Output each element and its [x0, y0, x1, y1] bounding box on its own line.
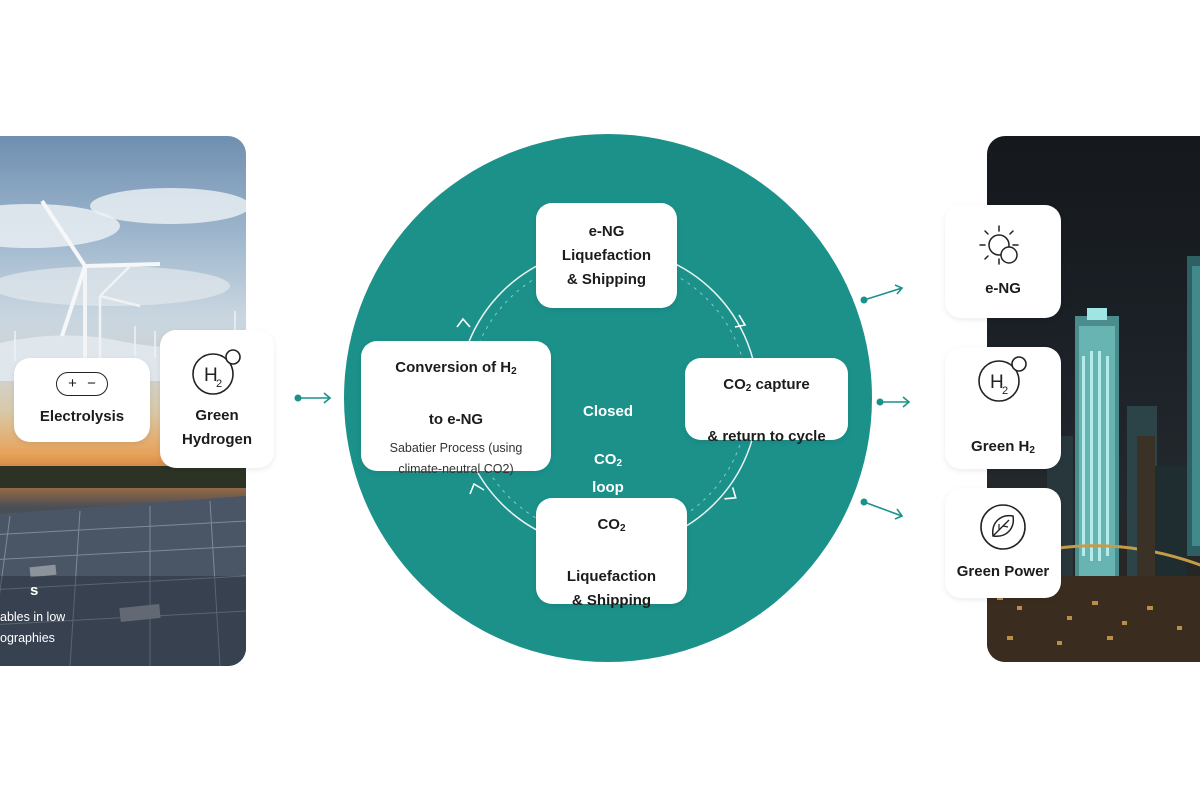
co2-ship-subscript: 2	[619, 523, 626, 534]
green-h2-output-label: Green H2	[971, 411, 1035, 463]
co2-liquefaction-shipping-label: CO2 Liquefaction & Shipping	[567, 489, 656, 613]
green-h2-text: Green H	[971, 438, 1030, 455]
electrolysis-label: Electrolysis	[39, 407, 125, 425]
h2-output-icon-sub: 2	[1002, 385, 1008, 397]
closed-co2-loop-label: Closed CO2 loop	[560, 376, 656, 500]
co2-capture-card: CO2 capture & return to cycle	[685, 358, 848, 445]
leaf-icon	[980, 504, 1026, 550]
h2-icon-h: H	[204, 365, 218, 386]
green-h2-subscript: 2	[1029, 445, 1035, 456]
left-caption-line-1: ables in low	[0, 610, 66, 624]
ring-arrow-right	[734, 314, 747, 328]
co-word: CO	[593, 451, 617, 468]
co2-ship-words: Liquefaction & Shipping	[566, 568, 657, 609]
co2-capture-word: capture	[751, 376, 810, 393]
ring-arrow-left	[456, 317, 471, 328]
loop-word: loop	[592, 479, 624, 496]
co2-capture-return: & return to cycle	[707, 428, 826, 445]
conversion-title-part-2: to e-NG	[428, 411, 484, 428]
electrolysis-card: + − Electrolysis	[14, 358, 150, 442]
output-arrow-power	[860, 498, 904, 520]
h2-molecule-icon: H 2	[978, 356, 1027, 402]
h2-output-icon-h: H	[990, 372, 1004, 393]
battery-plus-minus-icon: + −	[56, 371, 108, 396]
closed-word: Closed	[582, 403, 633, 420]
left-caption-line-2: ographies	[0, 631, 55, 645]
green-h2-output-card: H 2 Green H2	[945, 347, 1061, 469]
green-power-output-label: Green Power	[956, 563, 1050, 580]
plus-symbol: +	[68, 375, 77, 392]
co2-capture-label: CO2 capture & return to cycle	[707, 349, 825, 449]
left-caption-title: s	[30, 582, 39, 599]
co2-capture-co: CO	[723, 376, 746, 393]
h2-molecule-icon: H 2	[192, 349, 241, 395]
green-hydrogen-label: Green Hydrogen	[181, 407, 252, 448]
co2-subscript: 2	[616, 458, 623, 469]
co2-liquefaction-shipping-card: CO2 Liquefaction & Shipping	[536, 498, 687, 609]
eng-output-label: e-NG	[985, 279, 1021, 297]
ring-arrow-bottom-left	[469, 482, 485, 495]
green-hydrogen-card: H 2 Green Hydrogen	[160, 330, 274, 468]
co2-ship-co: CO	[597, 516, 620, 533]
conversion-h2-subscript: 2	[511, 366, 517, 377]
sabatier-description: Sabatier Process (using climate-neutral …	[389, 441, 523, 476]
sun-gas-icon	[979, 224, 1019, 265]
eng-output-card: e-NG	[945, 205, 1061, 318]
output-arrow-h2	[876, 396, 911, 408]
ring-arrow-bottom-right	[724, 487, 737, 500]
input-arrow	[294, 392, 332, 404]
conversion-title: Conversion of H2 to e-NG	[395, 332, 516, 432]
eng-liquefaction-shipping-card: e-NG Liquefaction & Shipping	[536, 203, 677, 308]
green-power-output-card: Green Power	[945, 488, 1061, 598]
co2-capture-subscript: 2	[745, 383, 752, 394]
eng-liquefaction-shipping-label: e-NG Liquefaction & Shipping	[561, 222, 652, 288]
minus-symbol: −	[87, 375, 96, 392]
conversion-h2-to-eng-card: Conversion of H2 to e-NG Sabatier Proces…	[361, 341, 551, 476]
wind-solar-illustration	[0, 188, 246, 666]
h2-icon-sub: 2	[216, 378, 222, 390]
conversion-title-part-1: Conversion of H	[395, 359, 512, 376]
output-arrow-eng	[860, 284, 904, 304]
